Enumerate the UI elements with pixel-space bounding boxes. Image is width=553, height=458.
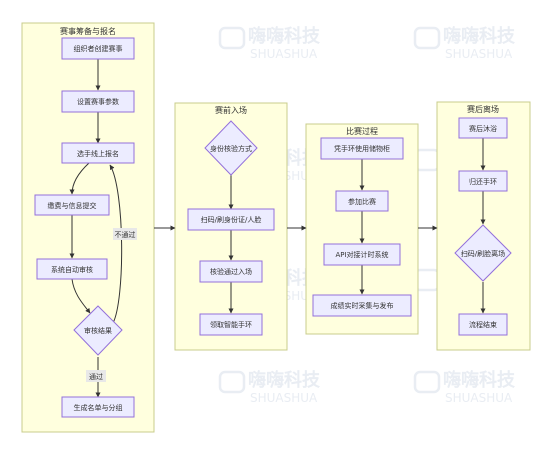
node-end: 流程结束	[458, 313, 508, 336]
svg-text:成绩实时采集与发布: 成绩实时采集与发布	[331, 301, 394, 310]
watermark-brand-en: SHUASHUA	[250, 391, 318, 405]
svg-text:核验通过入场: 核验通过入场	[210, 267, 252, 276]
svg-text:赛后沐浴: 赛后沐浴	[469, 124, 497, 133]
edge-signup-pay	[69, 162, 90, 195]
edge-review-result	[71, 278, 91, 314]
node-enter: 核验通过入场	[199, 260, 263, 283]
watermark-brand-en: SHUASHUA	[445, 47, 513, 61]
svg-text:流程结束: 流程结束	[469, 320, 497, 329]
node-result: 审核结果	[73, 305, 123, 356]
svg-text:领取智能手环: 领取智能手环	[210, 320, 252, 329]
node-scan: 扫码/刷身份证/人脸	[187, 208, 275, 231]
svg-text:选手线上报名: 选手线上报名	[77, 149, 119, 158]
svg-text:不通过: 不通过	[115, 230, 136, 239]
edge-result-signup-fail	[109, 164, 123, 324]
watermark-brand: 嗨嗨科技	[248, 369, 321, 391]
node-return: 归还手环	[458, 170, 508, 192]
watermark: 嗨嗨科技 SHUASHUA	[413, 369, 516, 405]
lane-post-title: 赛后离场	[467, 104, 499, 114]
svg-text:扫码/刷身份证/人脸: 扫码/刷身份证/人脸	[201, 215, 262, 224]
svg-text:组织者创建赛事: 组织者创建赛事	[74, 44, 123, 53]
node-band: 领取智能手环	[199, 313, 263, 336]
watermark-brand: 嗨嗨科技	[443, 369, 516, 391]
edge-label-fail: 不通过	[113, 228, 137, 240]
lane-prep-title: 赛事筹备与报名	[60, 26, 116, 36]
node-publish: 成绩实时采集与发布	[312, 294, 412, 317]
node-compete: 参加比赛	[335, 190, 389, 212]
node-verify: 身份核验方式	[204, 120, 258, 176]
svg-text:归还手环: 归还手环	[469, 177, 497, 186]
edge-label-pass: 通过	[86, 370, 106, 382]
watermark: 嗨嗨科技 SHUASHUA	[218, 25, 321, 61]
svg-text:审核结果: 审核结果	[84, 326, 112, 335]
node-shower: 赛后沐浴	[458, 117, 508, 139]
node-signup: 选手线上报名	[61, 142, 135, 164]
edges	[69, 59, 486, 398]
svg-text:生成名单与分组: 生成名单与分组	[74, 403, 123, 412]
svg-text:系统自动审核: 系统自动审核	[51, 265, 93, 274]
lane-race-title: 比赛过程	[346, 126, 378, 136]
watermark-brand-en: SHUASHUA	[250, 47, 318, 61]
node-api: API对接计时系统	[323, 243, 401, 266]
svg-text:设置赛事参数: 设置赛事参数	[77, 97, 119, 106]
svg-text:凭手环使用储物柜: 凭手环使用储物柜	[334, 144, 390, 153]
node-pay: 缴费与信息提交	[34, 194, 110, 216]
svg-text:扫码/刷脸离场: 扫码/刷脸离场	[461, 249, 505, 258]
node-exit: 扫码/刷脸离场	[454, 224, 512, 282]
watermark-brand-en: SHUASHUA	[445, 391, 513, 405]
node-locker: 凭手环使用储物柜	[320, 137, 404, 160]
watermark: 嗨嗨科技 SHUASHUA	[218, 369, 321, 405]
watermark-brand: 嗨嗨科技	[443, 25, 516, 47]
node-params: 设置赛事参数	[61, 90, 135, 113]
lane-checkin-title: 赛前入场	[215, 105, 247, 115]
svg-text:通过: 通过	[89, 372, 103, 381]
svg-text:身份核验方式: 身份核验方式	[210, 144, 252, 153]
node-review: 系统自动审核	[36, 258, 108, 280]
svg-text:API对接计时系统: API对接计时系统	[335, 250, 388, 259]
node-groups: 生成名单与分组	[61, 396, 135, 418]
node-create: 组织者创建赛事	[61, 37, 135, 60]
svg-text:缴费与信息提交: 缴费与信息提交	[48, 201, 97, 210]
watermark-brand: 嗨嗨科技	[248, 25, 321, 47]
watermark: 嗨嗨科技 SHUASHUA	[413, 25, 516, 61]
svg-text:参加比赛: 参加比赛	[348, 197, 376, 206]
